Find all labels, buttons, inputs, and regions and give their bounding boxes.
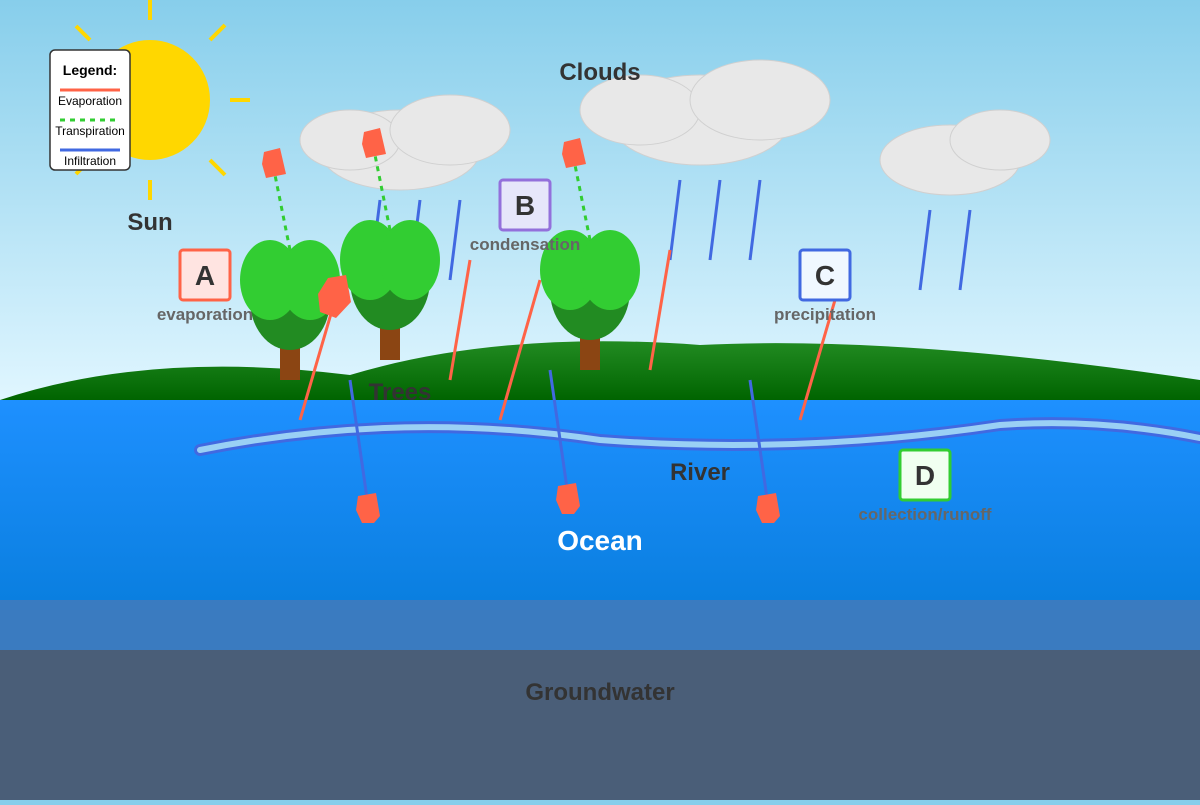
arrowhead-markers (262, 128, 780, 523)
legend-title: Legend: (63, 62, 117, 78)
marker-b-caption: condensation (470, 235, 581, 254)
legend-label-evaporation: Evaporation (58, 94, 122, 108)
marker-b: B condensation (470, 178, 581, 254)
label-river: River (670, 459, 730, 486)
cloud-icon (579, 59, 831, 166)
evaporation-lines (298, 249, 837, 421)
label-ocean: Ocean (557, 525, 643, 556)
tree-icon (540, 230, 640, 370)
label-clouds: Clouds (559, 59, 640, 86)
marker-d: D collection/runoff (858, 448, 992, 524)
river-highlight (197, 420, 1200, 453)
marker-c-letter: C (815, 260, 835, 291)
tree-icon (240, 240, 340, 380)
label-sun: Sun (127, 209, 172, 236)
land-hills (0, 341, 1200, 400)
marker-d-letter: D (915, 460, 935, 491)
label-groundwater: Groundwater (525, 679, 674, 706)
marker-d-caption: collection/runoff (858, 505, 992, 524)
label-trees: Trees (369, 379, 432, 406)
cloud-icon (879, 109, 1051, 196)
legend: Legend: Evaporation Transpiration Infilt… (49, 49, 131, 171)
groundwater-layer (0, 650, 1200, 800)
marker-a-caption: evaporation (157, 305, 253, 324)
marker-b-letter: B (515, 190, 535, 221)
infiltration-lines (348, 369, 770, 506)
ocean (0, 400, 1200, 600)
marker-c-caption: precipitation (774, 305, 876, 324)
ocean-shallow-band (0, 600, 1200, 650)
marker-c: C precipitation (774, 248, 876, 324)
legend-label-transpiration: Transpiration (55, 124, 125, 138)
marker-a: A evaporation (157, 248, 253, 324)
legend-label-infiltration: Infiltration (64, 154, 116, 168)
marker-a-letter: A (195, 260, 215, 291)
tree-icon (340, 220, 440, 360)
